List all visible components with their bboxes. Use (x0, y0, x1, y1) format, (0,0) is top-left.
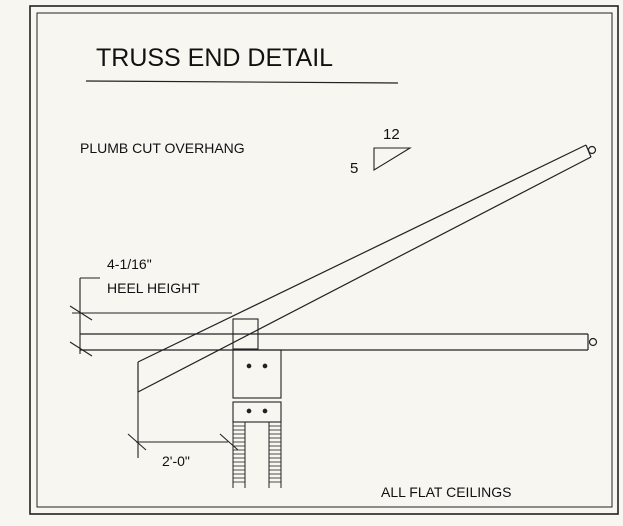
overhang-label: PLUMB CUT OVERHANG (80, 140, 245, 156)
overhang-dimension-value: 2'-0" (162, 453, 190, 469)
wall-top-plate (232, 349, 282, 399)
ceiling-note: ALL FLAT CEILINGS (381, 484, 511, 500)
wall-double-plate (232, 401, 282, 423)
heel-dimension-value: 4-1/16" (107, 256, 152, 272)
drawing-frame (29, 5, 619, 515)
overhang-dimension (127, 392, 239, 458)
bottom-chord (80, 333, 598, 351)
wall-section (232, 422, 282, 488)
top-chord-end-marker (587, 145, 597, 155)
pitch-symbol: 12 5 (350, 126, 412, 177)
drawing-title: TRUSS END DETAIL (96, 44, 333, 72)
heel-height-label: HEEL HEIGHT (107, 280, 200, 296)
pitch-rise: 5 (350, 160, 358, 177)
top-chord (137, 144, 597, 393)
heel-block (232, 318, 259, 350)
pitch-triangle (373, 147, 412, 171)
bottom-chord-end-marker (588, 337, 598, 347)
title-underline (85, 80, 399, 84)
pitch-run: 12 (383, 126, 400, 143)
heel-height-dimension (69, 277, 232, 357)
